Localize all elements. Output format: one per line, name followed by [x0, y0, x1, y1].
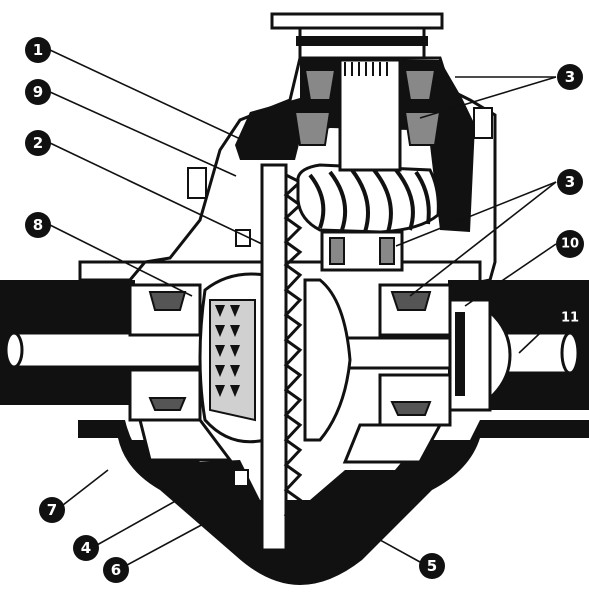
oil-fill	[120, 440, 475, 578]
leader-3b-1	[395, 181, 557, 247]
leader-3b-2	[409, 181, 557, 297]
callout-5: 5	[419, 553, 445, 579]
svg-text:2: 2	[33, 134, 43, 152]
svg-text:6: 6	[111, 561, 121, 579]
right-axle-end	[560, 331, 580, 375]
right-side-bearing-assembly	[342, 283, 452, 464]
callout-7: 7	[39, 497, 65, 523]
leader-6	[126, 514, 221, 566]
svg-text:7: 7	[47, 501, 57, 519]
leader-1	[49, 49, 269, 153]
middle-axle-shaft	[338, 336, 472, 370]
leader-5	[361, 529, 421, 563]
svg-text:3: 3	[565, 173, 575, 191]
callouts: 1 9 2 8 3 3 10 11	[25, 37, 584, 583]
leader-3a-2	[419, 76, 557, 119]
callout-10: 10	[556, 230, 584, 258]
svg-text:8: 8	[33, 216, 43, 234]
svg-text:10: 10	[561, 237, 579, 252]
pinion-flange-hub	[296, 36, 428, 46]
left-axle-end	[4, 331, 24, 369]
svg-text:4: 4	[81, 539, 91, 557]
ring-gear-teeth	[283, 173, 303, 542]
ring-gear	[260, 163, 303, 552]
pinion-bearing-housing	[235, 58, 475, 232]
leader-10	[464, 243, 557, 307]
callout-6: 6	[103, 557, 129, 583]
callout-9: 9	[25, 79, 51, 105]
differential-case	[198, 272, 352, 444]
pinion-gear	[293, 58, 442, 272]
leader-9	[49, 91, 237, 177]
svg-text:5: 5	[427, 557, 437, 575]
svg-text:11: 11	[561, 311, 579, 326]
leader-8	[49, 224, 193, 297]
pinion-flange	[270, 12, 444, 30]
leader-4	[96, 493, 189, 546]
carrier-bolts	[187, 107, 493, 487]
leader-2	[49, 142, 263, 245]
callout-8: 8	[25, 212, 51, 238]
callout-3-lower: 3	[557, 169, 583, 195]
leader-11	[518, 317, 557, 354]
callout-3-upper: 3	[557, 64, 583, 90]
svg-text:9: 9	[33, 83, 43, 101]
svg-text:3: 3	[565, 68, 575, 86]
callout-4: 4	[73, 535, 99, 561]
callout-2: 2	[25, 130, 51, 156]
leader-lines	[49, 49, 557, 566]
callout-1: 1	[25, 37, 51, 63]
svg-text:1: 1	[33, 41, 43, 59]
splined-coupling	[448, 298, 512, 412]
leader-7	[62, 469, 109, 506]
callout-11: 11	[556, 304, 584, 332]
